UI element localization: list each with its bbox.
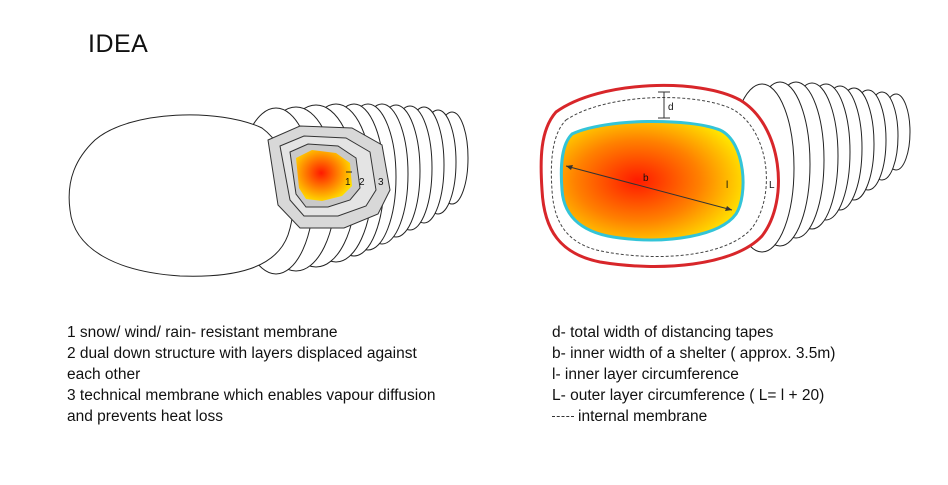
label-L: L [769,180,775,191]
legend-right-line: d- total width of distancing tapes [552,324,774,341]
legend-right: d- total width of distancing tapes b- in… [552,322,835,427]
inner-layer-l [559,119,745,242]
legend-left-line: 3 technical membrane which enables vapou… [67,387,436,404]
label-1: 1 [345,177,351,188]
legend-left-line: and prevents heat loss [67,408,223,425]
label-l: l [726,180,728,191]
label-b: b [643,173,649,184]
legend-left: 1 snow/ wind/ rain- resistant membrane 2… [67,322,436,427]
label-d: d [668,102,674,113]
right-labels: d b l L [643,102,775,191]
legend-left-line: 1 snow/ wind/ rain- resistant membrane [67,324,338,341]
label-2: 2 [359,177,365,188]
legend-left-line: 2 dual down structure with layers displa… [67,345,417,362]
heat-core-left [296,150,352,201]
label-3: 3 [378,177,384,188]
legend-left-line: each other [67,366,141,383]
legend-right-line: l- inner layer circumference [552,366,739,383]
left-shelter [68,103,469,277]
legend-right-line: b- inner width of a shelter ( approx. 3.… [552,345,836,362]
page-title: IDEA [88,30,149,58]
legend-right-line: L- outer layer circumference ( L= l + 20… [552,387,825,404]
left-layer-labels: 1 2 3 [345,177,384,188]
b-arrow [565,165,733,211]
legend-right-membrane-row: internal membrane [552,406,835,427]
right-cross-section [539,83,780,268]
legend-right-line: internal membrane [578,408,708,425]
internal-membrane [550,97,767,258]
left-cross-section [267,125,391,229]
dashed-line-icon [552,416,574,418]
